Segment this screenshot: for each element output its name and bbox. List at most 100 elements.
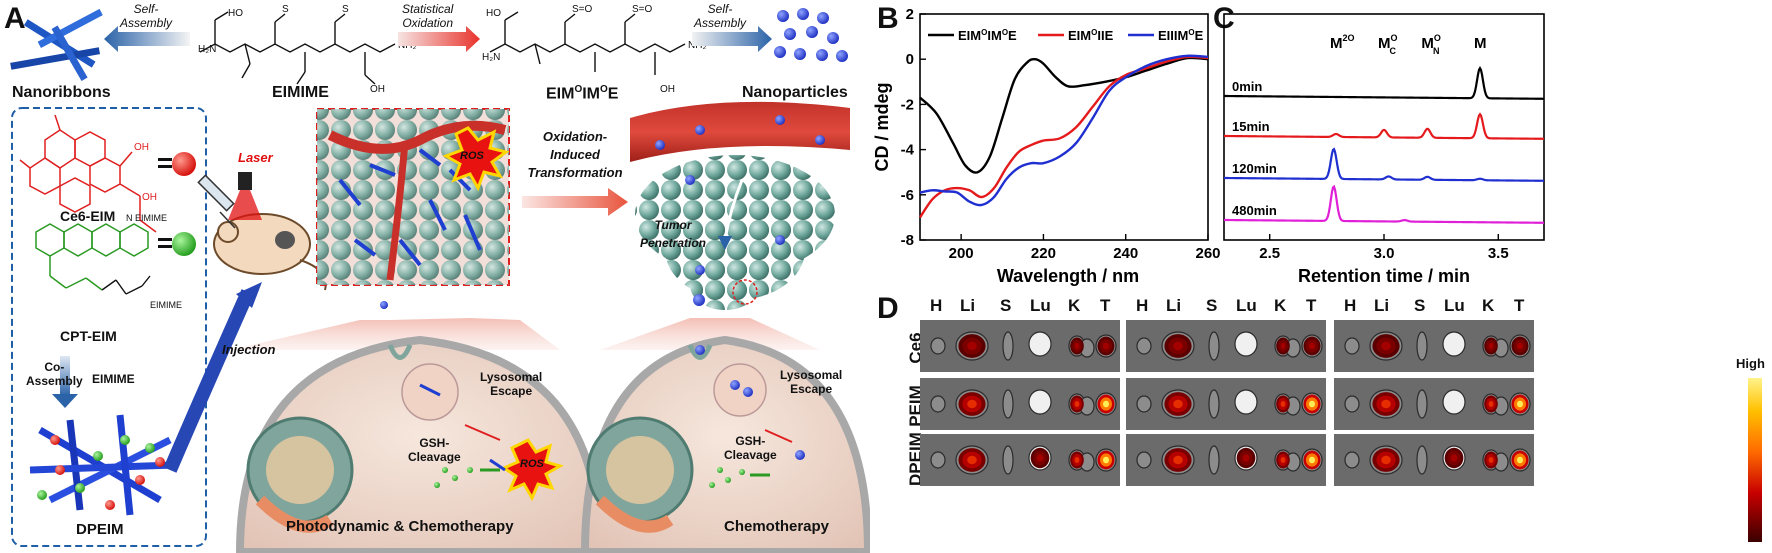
plot-frame: [919, 13, 1209, 241]
legend-label-1: EIMOIMOE: [958, 28, 1017, 43]
building-blocks-box: [11, 107, 207, 547]
organ-label: T: [1100, 296, 1111, 315]
organ-shape: [1442, 389, 1466, 415]
heat-signal: [1074, 457, 1080, 463]
organ-shape: [1002, 389, 1014, 419]
eimoimoe-sup2: O: [600, 84, 608, 95]
heat-signal: [1517, 456, 1523, 464]
heat-signal: [1280, 401, 1286, 407]
co-assembly-label: Co- Assembly: [26, 360, 83, 388]
trace-label-3: 120min: [1232, 161, 1277, 176]
lysosomal-left-line1: Lysosomal: [480, 370, 543, 384]
organ-label: H: [1344, 296, 1357, 315]
heat-signal: [1074, 401, 1080, 407]
svg-text:HO: HO: [228, 8, 243, 19]
eimoimoe-sup1: O: [574, 84, 583, 95]
nanoparticles-label: Nanoparticles: [742, 84, 848, 101]
heat-signal: [967, 399, 977, 409]
heat-signal: [1103, 342, 1109, 350]
organ-image: [930, 331, 1117, 361]
organ-shape: [1002, 445, 1014, 475]
organ-label: Li: [1166, 296, 1182, 315]
x-tick-label: 2.5: [1259, 245, 1280, 262]
eimoimoe-part3: E: [607, 85, 619, 103]
organ-image: [1136, 389, 1323, 419]
organ-shape: [1344, 451, 1360, 469]
gsh-cleavage-left: GSH- Cleavage: [408, 436, 461, 464]
laser-icon: [228, 172, 262, 220]
organ-label: Lu: [1444, 296, 1465, 315]
gsh-left-line1: GSH-: [419, 436, 450, 450]
organ-label: S: [1206, 296, 1218, 315]
imaging-cell: [1334, 434, 1534, 486]
organ-label: K: [1068, 296, 1081, 315]
imaging-cell: [920, 378, 1120, 430]
organ-label: T: [1514, 296, 1525, 315]
lysosomal-left-line2: Escape: [490, 384, 533, 398]
x-axis-label: Wavelength / nm: [997, 266, 1139, 286]
statistical-oxidation-line1: Statistical: [402, 2, 454, 16]
lysosomal-escape-right: Lysosomal Escape: [780, 368, 842, 396]
self-assembly-left-line1: Self-: [133, 2, 159, 16]
gsh-right-line2: Cleavage: [724, 448, 777, 462]
heat-signal: [1173, 341, 1183, 351]
organ-shape: [1208, 389, 1220, 419]
lysosomal-escape-left: Lysosomal Escape: [480, 370, 542, 398]
organ-shape: [1208, 331, 1220, 361]
organ-shape: [1028, 389, 1052, 415]
svg-text:S=O: S=O: [632, 4, 653, 15]
heat-signal: [1280, 343, 1286, 349]
organ-image: [1344, 331, 1531, 361]
imaging-cell: [1334, 378, 1534, 430]
co-assembly-line1: Co-: [44, 360, 65, 374]
organ-image: [1136, 331, 1323, 361]
oxidation-line1: Oxidation-: [542, 129, 608, 144]
peak-label-1: M2O: [1330, 33, 1355, 52]
y-tick-label: -4: [901, 142, 915, 159]
heat-signal: [1074, 343, 1080, 349]
statistical-oxidation-label: Statistical Oxidation: [402, 2, 453, 30]
heat-signal: [1517, 400, 1523, 408]
heat-signal: [1381, 341, 1391, 351]
hplc-trace-2: [1223, 112, 1545, 140]
self-assembly-right-line1: Self-: [707, 2, 733, 16]
gsh-cleavage-right: GSH- Cleavage: [724, 434, 777, 462]
cpt-green-ball-icon: [172, 232, 196, 256]
organ-label: Lu: [1236, 296, 1257, 315]
organ-shape: [1416, 389, 1428, 419]
organ-label: K: [1274, 296, 1287, 315]
imaging-cell: [1334, 320, 1534, 372]
organ-label: H: [1136, 296, 1149, 315]
ce6-red-ball-icon: [172, 152, 196, 176]
organ-shape: [930, 337, 946, 355]
organ-shape: [1234, 331, 1258, 357]
heat-signal: [1280, 457, 1286, 463]
heat-signal: [1450, 454, 1458, 462]
organ-shape: [1344, 395, 1360, 413]
x-tick-label: 220: [1031, 245, 1056, 262]
imaging-cell: [1126, 434, 1326, 486]
y-axis-label: CD / mdeg: [872, 82, 892, 171]
heat-signal: [1309, 456, 1315, 464]
heat-signal: [1488, 343, 1494, 349]
panel-label-d: D: [877, 292, 899, 325]
y-tick-label: -2: [901, 96, 914, 113]
nh-label: N: [126, 213, 133, 223]
peak-label-4: M: [1474, 35, 1487, 52]
panel-label-b: B: [877, 2, 899, 35]
svg-text:H₂N: H₂N: [482, 52, 500, 63]
co-assembly-line2: Assembly: [26, 374, 83, 388]
organ-label: H: [930, 296, 943, 315]
intensity-color-bar: [1748, 378, 1762, 542]
svg-text:S=O: S=O: [572, 4, 593, 15]
heat-signal: [1309, 400, 1315, 408]
syringe-icon: [197, 174, 236, 229]
eimime-small-1: EIMIME: [135, 213, 168, 223]
ros-label-2: ROS: [520, 458, 544, 470]
tumor-penetration-line1: Tumor: [654, 218, 692, 232]
lysosomal-right-line2: Escape: [790, 382, 833, 396]
